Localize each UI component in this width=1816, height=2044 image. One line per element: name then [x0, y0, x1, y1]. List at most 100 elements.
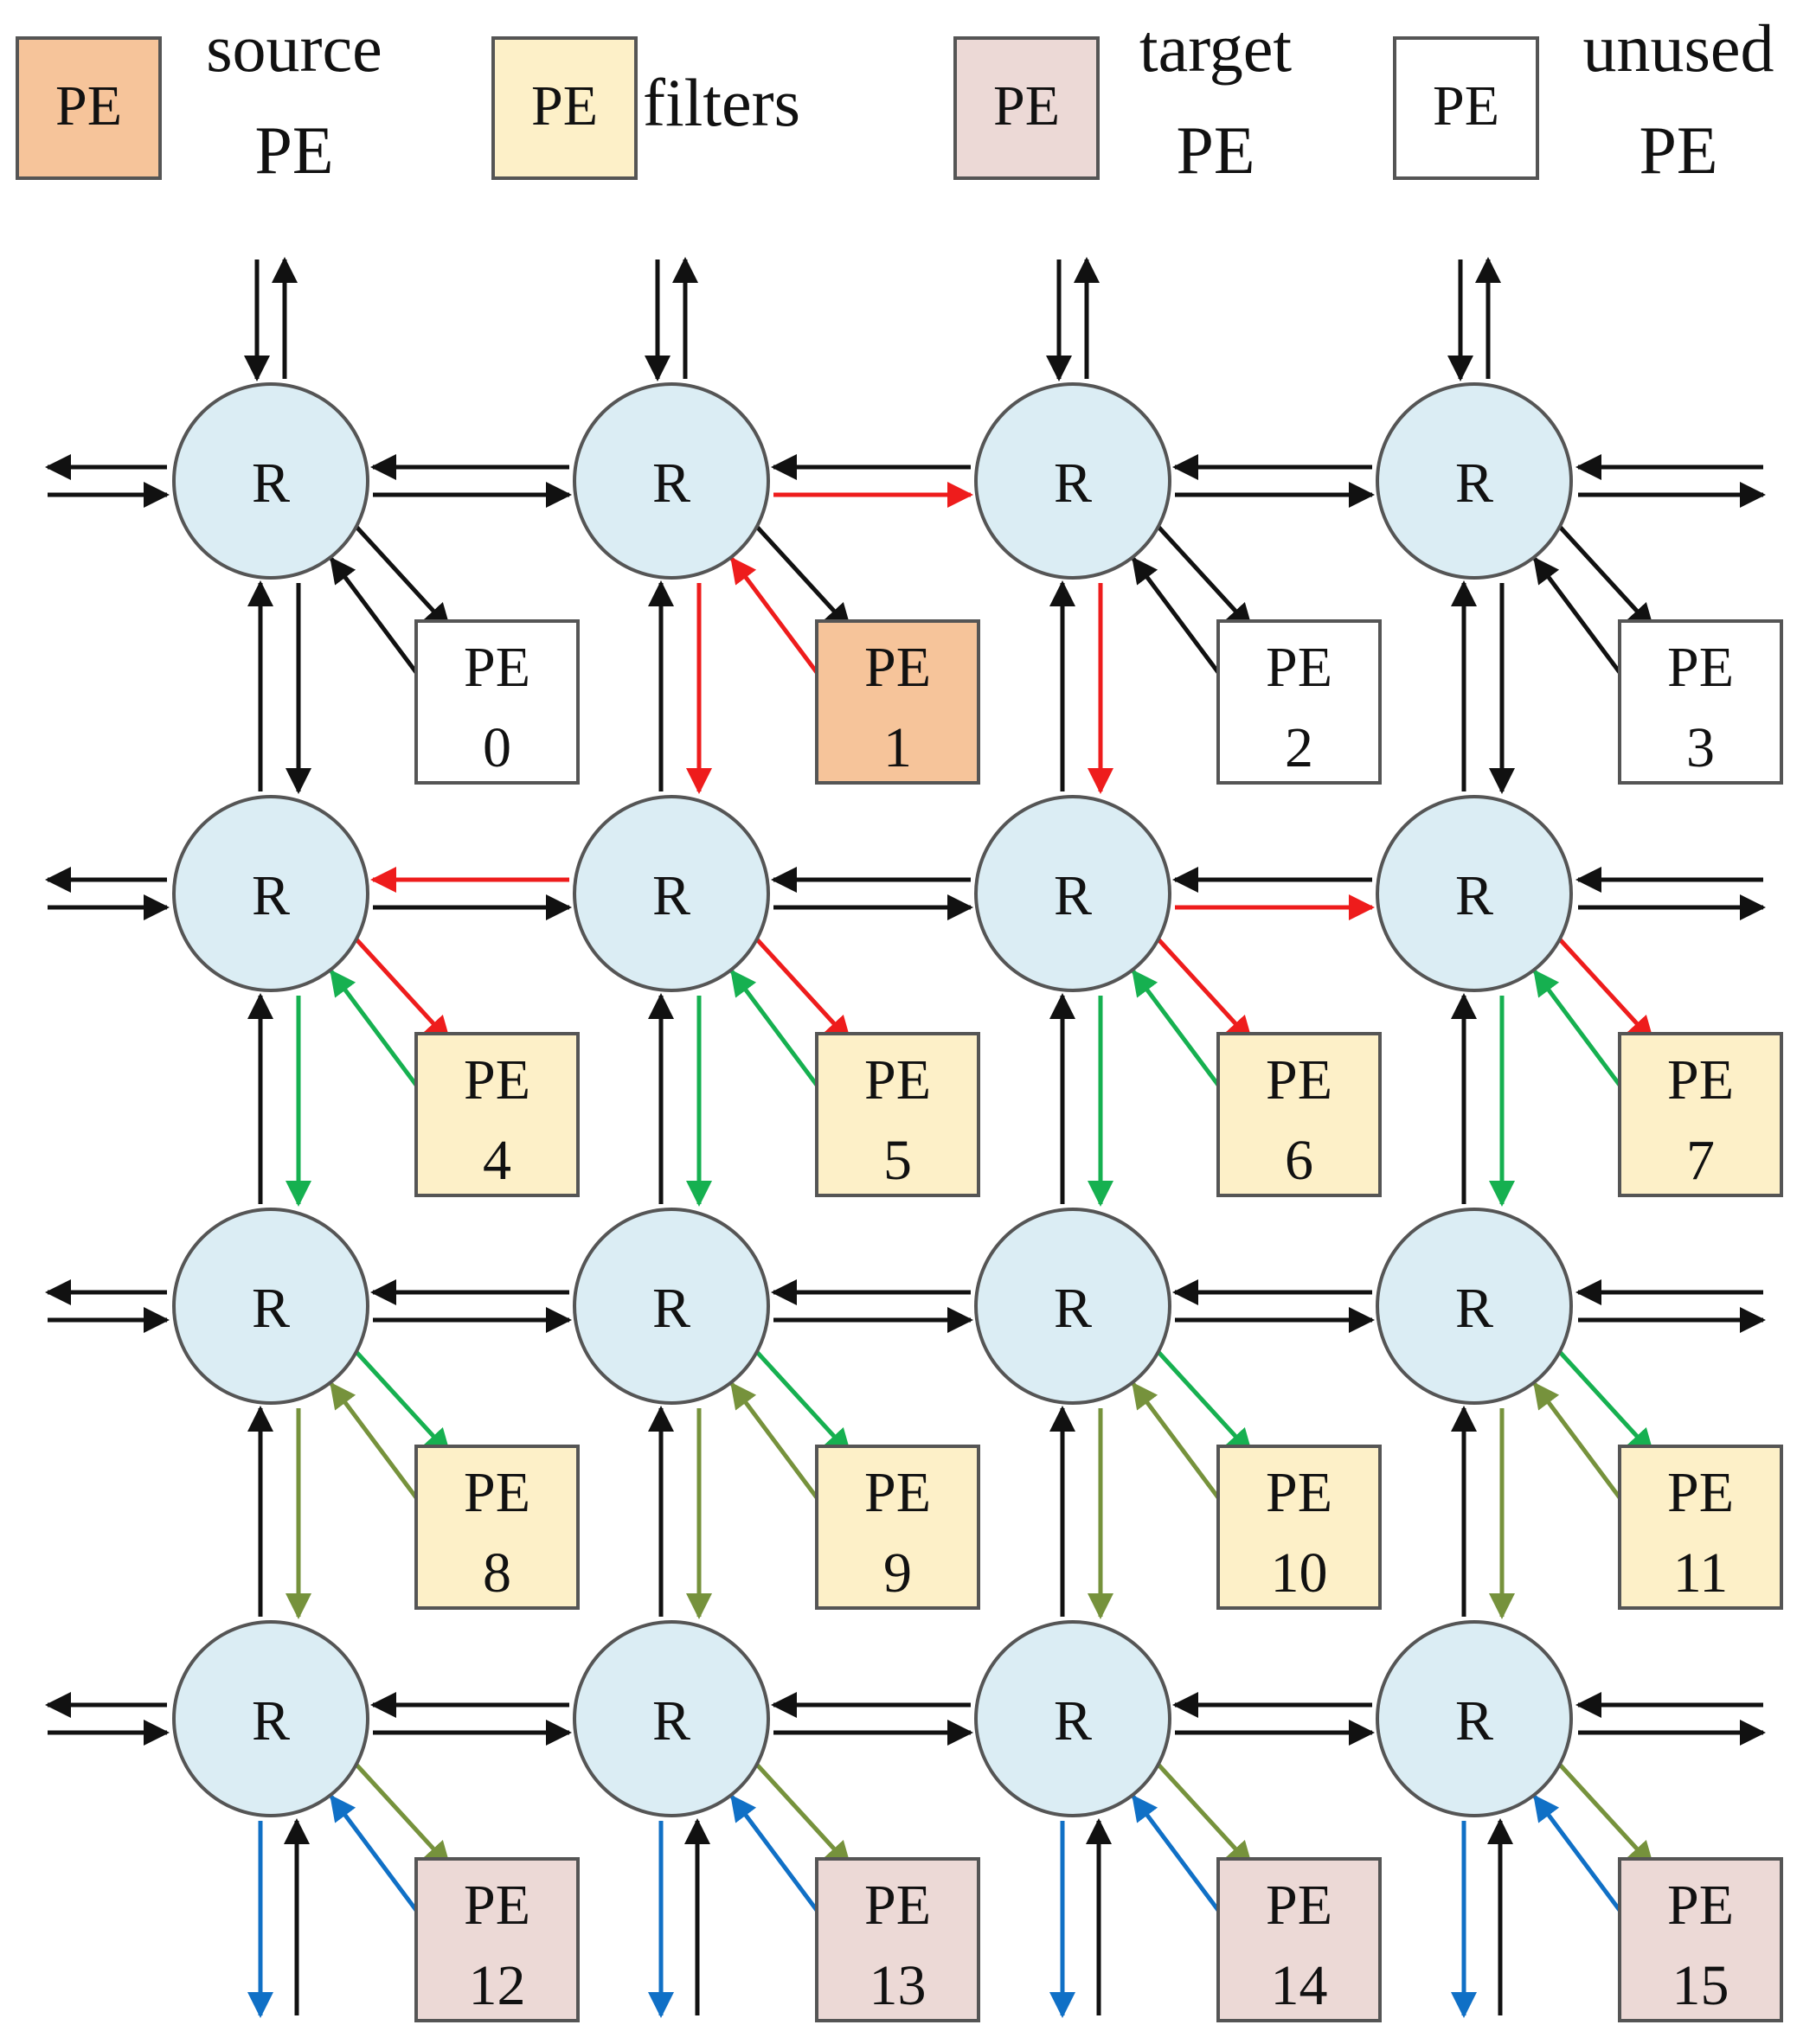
pe-label: PE [464, 1461, 530, 1524]
router-circle [1376, 382, 1573, 580]
link-pe-to-router [729, 1794, 821, 1914]
link-router-to-pe [1156, 1762, 1254, 1868]
router-label: R [1455, 864, 1493, 927]
pe-label: PE [1667, 1874, 1734, 1937]
pe-box-filters [1216, 1032, 1382, 1197]
mesh-links [45, 257, 1766, 2018]
router-label: R [1054, 1689, 1092, 1752]
pe-number: 1 [883, 716, 912, 779]
pe-label: PE [464, 1874, 530, 1937]
link-router-to-pe [354, 524, 452, 631]
link-pe-to-router [329, 969, 420, 1089]
pe-label: PE [864, 1048, 931, 1112]
router-circle [1376, 795, 1573, 992]
pe-box-filters [815, 1445, 980, 1610]
pe-number: 2 [1285, 716, 1313, 779]
router-3-3: R [1376, 1620, 1573, 1817]
pe-number: 14 [1271, 1954, 1328, 2017]
pe-number: 6 [1285, 1129, 1313, 1192]
legend-swatch-label: PE [55, 74, 122, 138]
pe-box-unused [1618, 619, 1783, 785]
router-circle [172, 795, 369, 992]
router-circle [974, 795, 1171, 992]
router-2-0: R [172, 1208, 369, 1405]
legend-swatch-label: PE [1433, 74, 1499, 138]
router-label: R [1054, 452, 1092, 515]
router-2-2: R [974, 1208, 1171, 1405]
pe-label: PE [1266, 1874, 1332, 1937]
router-label: R [252, 1689, 290, 1752]
link-pe-to-router [329, 556, 420, 676]
pe-number: 9 [883, 1541, 912, 1605]
link-pe-to-router [1131, 1381, 1222, 1502]
router-1-1: R [573, 795, 770, 992]
router-circle [573, 795, 770, 992]
pe-number: 5 [883, 1129, 912, 1192]
link-pe-to-router [1532, 1381, 1624, 1502]
router-0-2: R [974, 382, 1171, 580]
pe-label: PE [864, 1874, 931, 1937]
pe-node-4: PE4 [414, 1032, 580, 1197]
link-router-to-pe [1156, 937, 1254, 1043]
pe-box-target [815, 1857, 980, 2022]
link-router-to-pe [1156, 1349, 1254, 1456]
legend-label: filters [643, 65, 800, 140]
legend-label: target [1139, 10, 1292, 86]
pe-node-0: PE0 [414, 619, 580, 785]
pe-box-filters [1216, 1445, 1382, 1610]
pe-label: PE [1667, 1048, 1734, 1112]
router-label: R [252, 1277, 290, 1340]
router-1-3: R [1376, 795, 1573, 992]
legend-label: PE [254, 112, 333, 188]
link-pe-to-router [1131, 556, 1222, 676]
router-2-1: R [573, 1208, 770, 1405]
link-pe-to-router [729, 969, 821, 1089]
pe-box-filters [1618, 1032, 1783, 1197]
router-label: R [1054, 864, 1092, 927]
legend-swatch [491, 36, 638, 180]
link-router-to-pe [754, 937, 852, 1043]
legend-swatch [1393, 36, 1539, 180]
router-0-3: R [1376, 382, 1573, 580]
router-circle [974, 382, 1171, 580]
router-circle [172, 1208, 369, 1405]
legend-label: unused [1583, 10, 1774, 86]
link-router-to-pe [354, 1349, 452, 1456]
router-circle [573, 1620, 770, 1817]
pe-box-filters [414, 1445, 580, 1610]
router-label: R [1054, 1277, 1092, 1340]
link-pe-to-router [729, 1381, 821, 1502]
router-3-2: R [974, 1620, 1171, 1817]
pe-box-unused [414, 619, 580, 785]
link-pe-to-router [1532, 1794, 1624, 1914]
pe-label: PE [864, 1461, 931, 1524]
pe-nodes: PE0PE1PE2PE3PE4PE5PE6PE7PE8PE9PE10PE11PE… [414, 619, 1783, 2022]
router-label: R [652, 1277, 690, 1340]
router-circle [172, 1620, 369, 1817]
legend-swatch-label: PE [993, 74, 1060, 138]
pe-box-filters [414, 1032, 580, 1197]
router-label: R [1455, 1277, 1493, 1340]
router-circle [1376, 1208, 1573, 1405]
link-router-to-pe [754, 524, 852, 631]
router-circle [172, 382, 369, 580]
router-label: R [252, 864, 290, 927]
link-pe-to-router [729, 556, 821, 676]
router-label: R [652, 452, 690, 515]
link-router-to-pe [754, 1349, 852, 1456]
link-router-to-pe [1557, 937, 1655, 1043]
pe-label: PE [1667, 636, 1734, 699]
router-circle [573, 382, 770, 580]
pe-number: 0 [483, 716, 511, 779]
pe-number: 12 [469, 1954, 526, 2017]
link-pe-to-router [1532, 969, 1624, 1089]
link-pe-to-router [1131, 969, 1222, 1089]
router-label: R [652, 1689, 690, 1752]
